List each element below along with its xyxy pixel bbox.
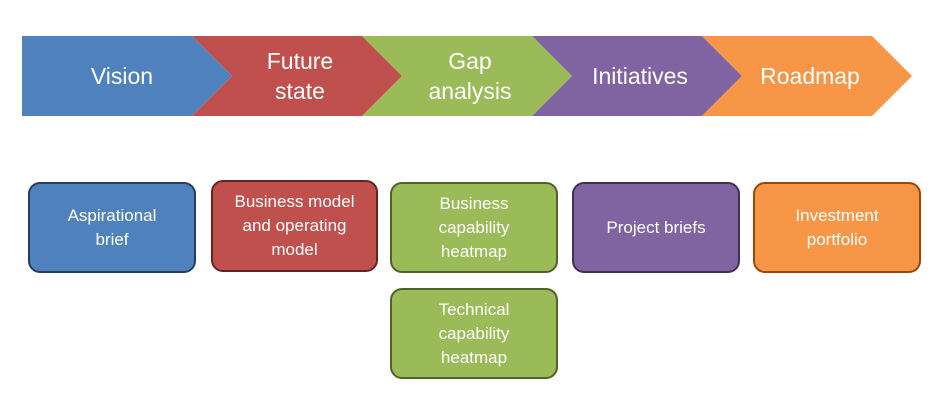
stage-label-initiatives: Initiatives	[592, 63, 688, 89]
stage-label-roadmap: Roadmap	[760, 63, 860, 89]
deliverable-project-briefs: Project briefs	[572, 182, 740, 273]
chevron-roadmap	[702, 36, 912, 116]
deliverable-business-model: Business model and operating model	[211, 180, 378, 272]
deliverable-business-capability-heatmap: Business capability heatmap	[390, 182, 558, 273]
deliverable-aspirational-brief: Aspirational brief	[28, 182, 196, 273]
chevron-future-state	[192, 36, 402, 116]
deliverable-technical-capability-heatmap: Technical capability heatmap	[390, 288, 558, 379]
stage-label-gap-analysis: Gap analysis	[428, 48, 512, 104]
chevron-gap-analysis	[362, 36, 572, 116]
chevron-initiatives	[532, 36, 742, 116]
stage-label-future-state: Future state	[266, 48, 334, 104]
chevron-vision	[22, 36, 232, 116]
deliverable-investment-portfolio: Investment portfolio	[753, 182, 921, 273]
stage-label-vision: Vision	[90, 63, 154, 89]
